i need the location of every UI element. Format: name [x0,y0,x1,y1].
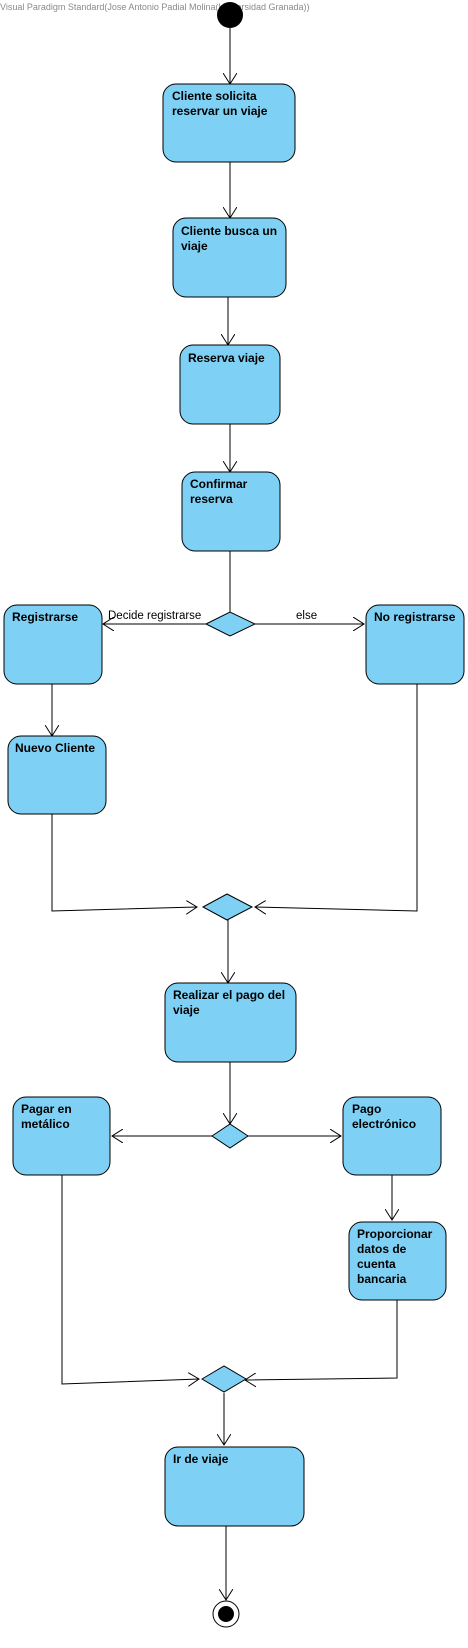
initial-node [217,2,243,28]
edge-metalico-to-merge [61,1175,199,1384]
label-reserva-viaje: Reserva viaje [188,351,265,365]
decision-registro [204,611,257,637]
merge-registro [201,893,254,921]
action-reserva-viaje [179,344,281,425]
edge-nuevo-to-merge [51,814,197,911]
label-cliente-busca: Cliente busca un viaje [181,224,278,253]
action-pagar-metalico [12,1096,111,1176]
merge-pago [201,1365,247,1393]
action-cliente-solicita [162,83,296,163]
action-realizar-pago [164,982,297,1063]
label-pago-electronico: Pago electrónico [352,1102,417,1131]
edge-no-registrarse-to-merge [255,684,418,911]
action-ir-de-viaje [164,1446,305,1527]
action-confirmar-reserva [181,471,281,552]
label-proporcionar-datos: Proporcionar datos de cuenta bancaria [357,1227,433,1286]
label-realizar-pago: Realizar el pago del viaje [173,988,286,1017]
action-no-registrarse [365,604,465,685]
final-node-dot [218,1606,234,1622]
label-no-registrarse: No registrarse [374,610,456,624]
action-cliente-busca [172,217,287,298]
label-ir-de-viaje: Ir de viaje [173,1452,229,1466]
label-nuevo-cliente: Nuevo Cliente [15,741,96,755]
label-cliente-solicita: Cliente solicita reservar un viaje [172,89,268,118]
action-proporcionar-datos [348,1221,447,1301]
label-pagar-metalico: Pagar en metálico [21,1102,72,1131]
label-confirmar-reserva: Confirmar reserva [190,477,248,506]
action-pago-electronico [342,1096,442,1176]
action-nuevo-cliente [7,735,107,815]
guard-decide-registrarse: Decide registrarse [108,610,202,622]
action-registrarse [3,604,103,685]
label-registrarse: Registrarse [12,610,79,624]
guard-else: else [296,610,318,622]
edge-datos-to-merge [245,1300,398,1380]
watermark-text: Visual Paradigm Standard(Jose Antonio Pa… [0,2,310,12]
decision-pago [211,1123,249,1149]
